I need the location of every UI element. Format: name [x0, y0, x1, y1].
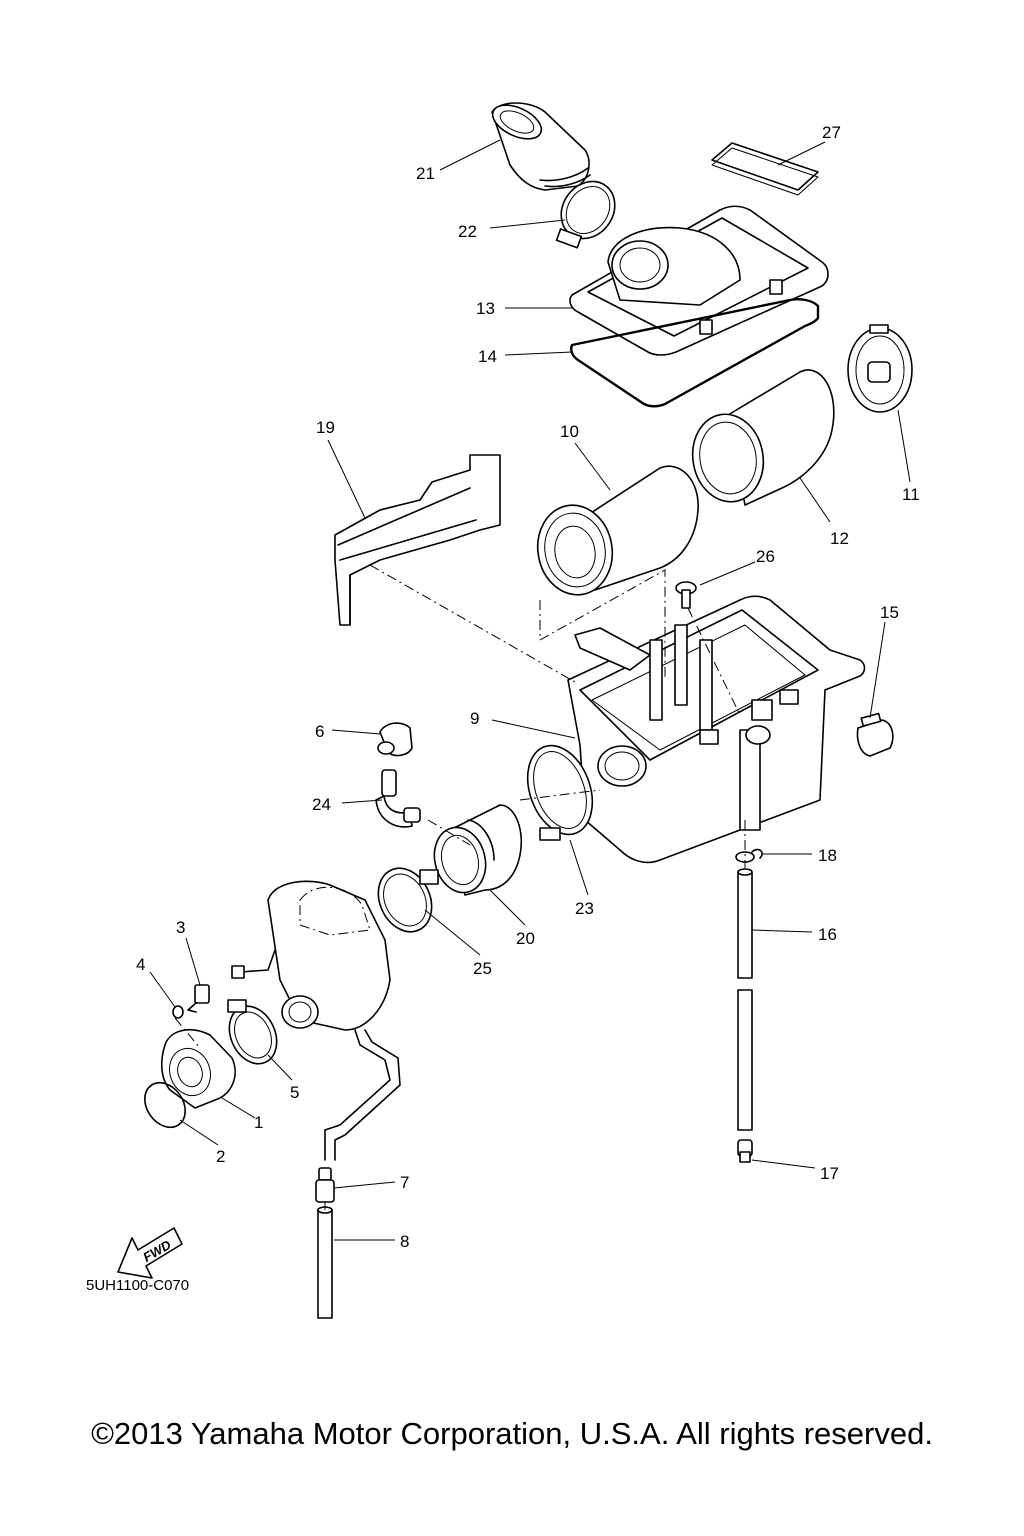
callout-numbers: 27 21 22 13 14 19 10 11 12 26 15 9 6 24 … [136, 123, 920, 1251]
part-14-gasket [570, 298, 820, 408]
callout-21: 21 [416, 164, 435, 183]
part-20-joint [433, 804, 523, 896]
callout-9: 9 [470, 709, 479, 728]
callout-11: 11 [902, 485, 920, 504]
callout-24: 24 [312, 795, 331, 814]
callout-16: 16 [818, 925, 837, 944]
part-5-clamp [227, 999, 278, 1065]
callout-27: 27 [822, 123, 841, 142]
callout-26: 26 [756, 547, 775, 566]
part-9-filter-case [567, 595, 866, 864]
part-15-clip [856, 712, 894, 757]
part-27-label [711, 142, 819, 196]
part-24-elbow [375, 769, 421, 828]
part-13-case-cap [569, 205, 829, 356]
part-17-plug [737, 1139, 753, 1163]
part-19-shield [334, 454, 501, 626]
part-21-intake-joint [491, 102, 591, 191]
part-22-clamp [555, 180, 616, 249]
callout-2: 2 [216, 1147, 225, 1166]
carburetor [231, 880, 401, 1161]
part-11-cover [847, 324, 913, 413]
callout-6: 6 [315, 722, 324, 741]
part-1-manifold [160, 1029, 236, 1109]
callout-1: 1 [254, 1113, 263, 1132]
callout-4: 4 [136, 955, 145, 974]
callout-20: 20 [516, 929, 535, 948]
part-16-drain-hose [737, 868, 753, 1131]
part-12-outer-element [691, 369, 835, 506]
part-4-washer [172, 1005, 184, 1019]
callout-23: 23 [575, 899, 594, 918]
callout-12: 12 [830, 529, 849, 548]
part-18-clip [735, 848, 763, 863]
callout-18: 18 [818, 846, 837, 865]
part-6-cap [377, 722, 413, 757]
leader-lines [149, 139, 911, 1241]
copyright-notice: ©2013 Yamaha Motor Corporation, U.S.A. A… [91, 1416, 933, 1451]
callout-22: 22 [458, 222, 477, 241]
callout-3: 3 [176, 918, 185, 937]
callout-8: 8 [400, 1232, 409, 1251]
fwd-arrow: FWD [117, 1227, 183, 1279]
callout-7: 7 [400, 1173, 409, 1192]
part-23-clamp [526, 744, 594, 841]
callout-25: 25 [473, 959, 492, 978]
part-10-inner-element [536, 465, 699, 596]
part-26-bolt [675, 581, 697, 609]
callout-17: 17 [820, 1164, 839, 1183]
callout-13: 13 [476, 299, 495, 318]
part-7-plug [315, 1167, 335, 1203]
callout-10: 10 [560, 422, 579, 441]
callout-5: 5 [290, 1083, 299, 1102]
part-2-o-ring [144, 1081, 186, 1129]
callout-15: 15 [880, 603, 899, 622]
assembly-lines [174, 564, 746, 1210]
part-25-clamp [377, 867, 439, 933]
part-3-screw [187, 984, 210, 1013]
callout-19: 19 [316, 418, 335, 437]
callout-14: 14 [478, 347, 497, 366]
part-8-hose [317, 1206, 333, 1319]
part-code: 5UH1100-C070 [86, 1277, 189, 1294]
